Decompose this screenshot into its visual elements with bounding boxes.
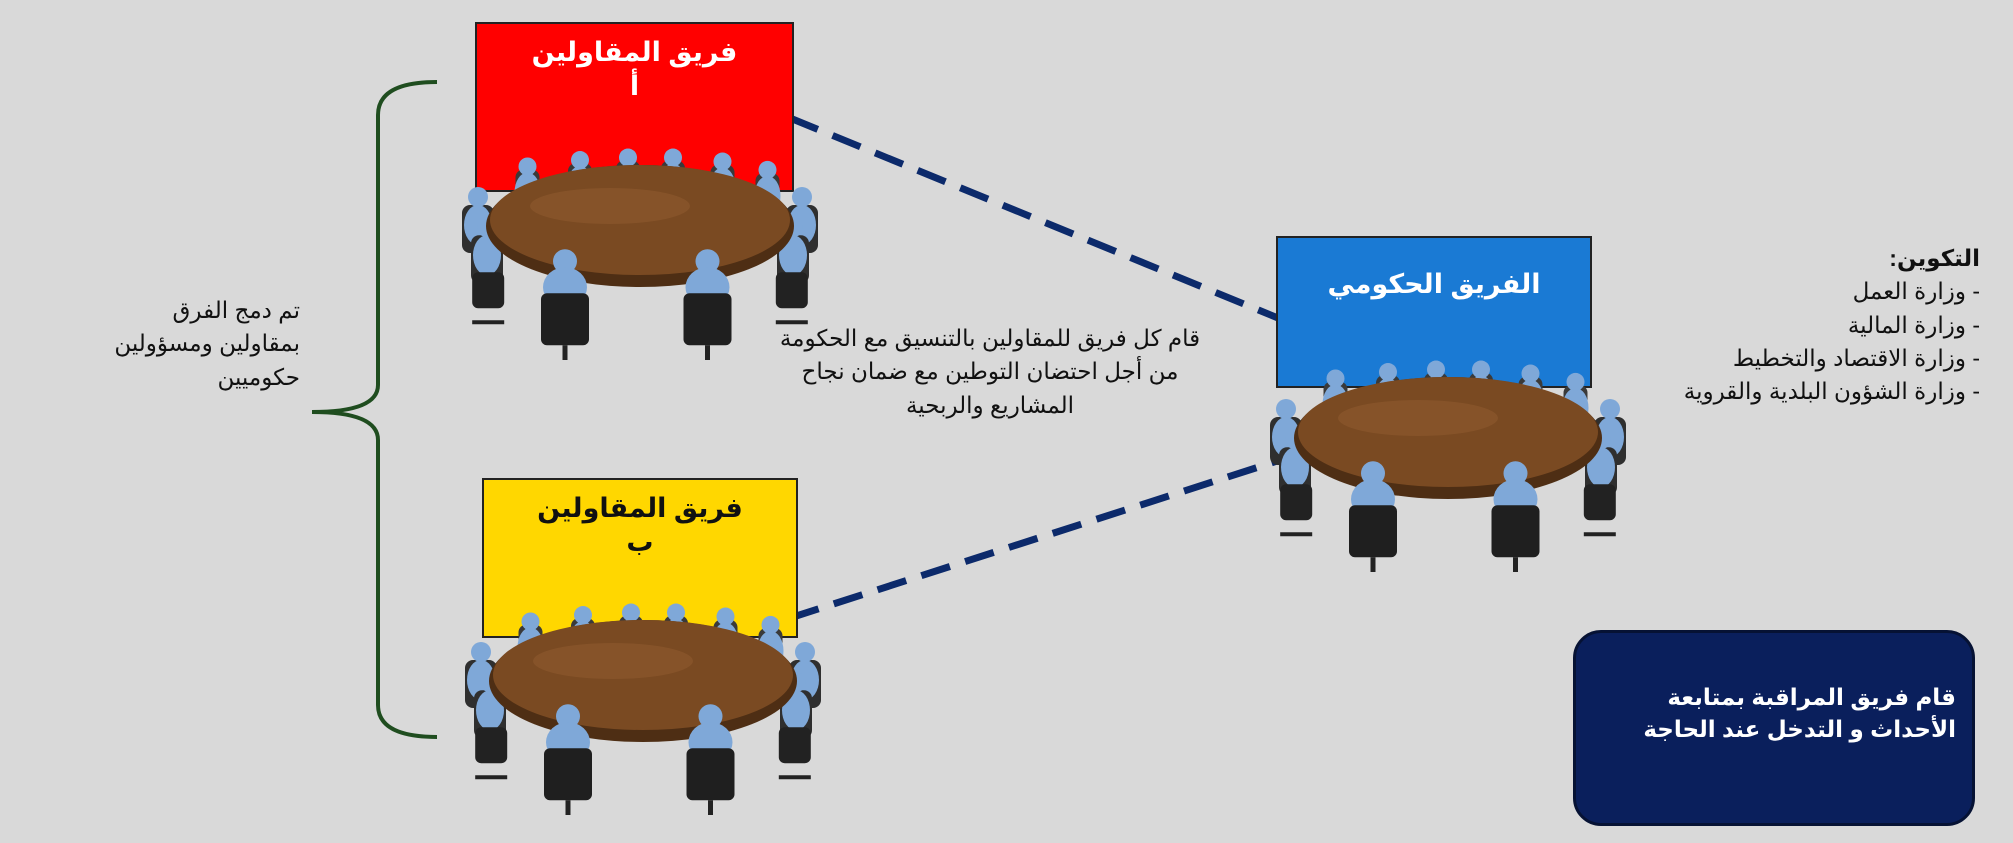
composition-item: - وزارة العمل <box>1852 278 1980 305</box>
chair <box>778 727 811 764</box>
contractors-team-b-line2: ب <box>626 526 654 557</box>
contractors-team-b-line1: فريق المقاولين <box>537 493 743 523</box>
table-highlight <box>1338 400 1498 436</box>
contractors-team-a-line1: فريق المقاولين <box>531 37 738 67</box>
chair <box>472 272 505 309</box>
person-head <box>622 603 640 622</box>
composition-list: التكوين: - وزارة العمل - وزارة المالية -… <box>1620 242 1980 409</box>
person-head <box>792 187 812 207</box>
person-head <box>571 151 589 170</box>
person-head <box>574 606 592 625</box>
meeting-table-government <box>1270 360 1626 572</box>
person-head <box>1361 461 1385 486</box>
table-highlight <box>533 643 693 679</box>
person-head <box>518 157 537 176</box>
monitoring-team-text: قام فريق المراقبة بمتابعة الأحداث و التد… <box>1643 684 1956 743</box>
person-head <box>758 160 777 179</box>
dashed-connector-b <box>788 431 1360 622</box>
person-head <box>1427 360 1445 379</box>
person-head <box>1566 372 1585 391</box>
person-head <box>1503 461 1528 486</box>
coordination-note-line2: من أجل احتضان التوطين مع ضمان نجاح <box>801 358 1179 385</box>
person-head <box>471 642 491 662</box>
person-head <box>1379 363 1397 382</box>
table-highlight <box>530 188 690 224</box>
chair <box>541 293 589 346</box>
person-head <box>1472 360 1490 379</box>
composition-item: - وزارة الشؤون البلدية والقروية <box>1683 378 1980 405</box>
chair <box>1349 505 1397 558</box>
contractors-team-a-line2: أ <box>629 70 640 101</box>
composition-item: - وزارة الاقتصاد والتخطيط <box>1732 345 1980 372</box>
meeting-table-a <box>462 148 818 360</box>
person-head <box>468 187 488 207</box>
coordination-note-line1: قام كل فريق للمقاولين بالتنسيق مع الحكوم… <box>779 325 1201 351</box>
contractors-team-a-title: فريق المقاولين أ <box>477 36 792 104</box>
composition-heading: التكوين: <box>1889 245 1980 271</box>
person-head <box>553 249 577 274</box>
chair <box>1280 484 1313 521</box>
chair <box>1491 505 1540 558</box>
merge-note: تم دمج الفرق بمقاولين ومسؤولين حكوميين <box>95 294 300 394</box>
meeting-table-b <box>465 603 821 815</box>
composition-item: - وزارة المالية <box>1847 311 1980 338</box>
person-head <box>713 152 732 171</box>
merge-note-line1: تم دمج الفرق <box>172 297 300 323</box>
person-head <box>1326 369 1345 388</box>
person-head <box>619 148 637 167</box>
merge-bracket <box>311 80 438 739</box>
person-head <box>695 249 720 274</box>
chair <box>544 748 592 801</box>
coordination-note: قام كل فريق للمقاولين بالتنسيق مع الحكوم… <box>765 322 1215 422</box>
person-head <box>1600 399 1620 419</box>
person-head <box>698 704 723 729</box>
person-head <box>761 615 780 634</box>
person-head <box>1521 364 1540 383</box>
person-head <box>664 148 682 167</box>
chair <box>775 272 808 309</box>
person-head <box>795 642 815 662</box>
contractors-team-b-title: فريق المقاولين ب <box>484 492 796 560</box>
dashed-connector-a <box>788 114 1280 322</box>
chair <box>475 727 508 764</box>
chair <box>686 748 735 801</box>
merge-note-line3: حكوميين <box>217 363 300 390</box>
chair <box>683 293 732 346</box>
person-head <box>1276 399 1296 419</box>
government-team-title: الفريق الحكومي <box>1327 269 1541 299</box>
coordination-note-line3: المشاريع والربحية <box>905 391 1075 418</box>
contractors-team-b-card: فريق المقاولين ب <box>482 478 798 638</box>
person-head <box>716 607 735 626</box>
merge-note-line2: بمقاولين ومسؤولين <box>114 330 300 357</box>
person-head <box>556 704 580 729</box>
chair <box>1583 484 1616 521</box>
person-head <box>667 603 685 622</box>
person-head <box>521 612 540 631</box>
monitoring-team-box: قام فريق المراقبة بمتابعة الأحداث و التد… <box>1573 630 1975 826</box>
